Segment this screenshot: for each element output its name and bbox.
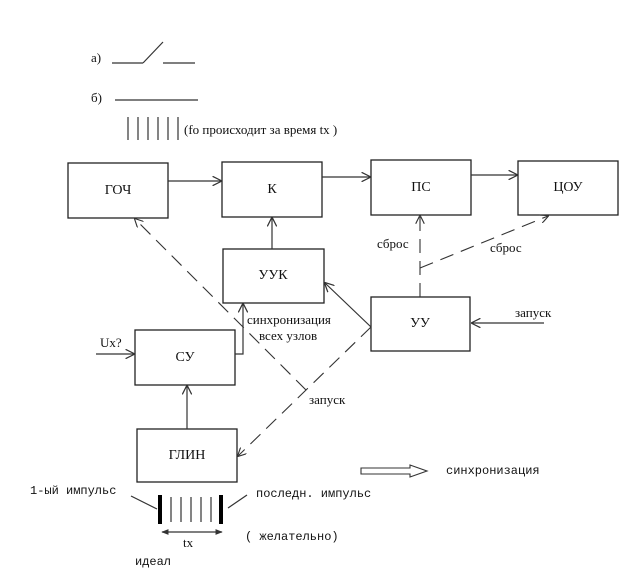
first-pulse-leader — [130, 495, 158, 510]
legend-pulses: (fo происходит за время tx ) — [127, 117, 337, 140]
label-sbros-ps: сброс — [377, 236, 409, 251]
block-ps-label: ПС — [411, 180, 430, 195]
label-tx: tx — [183, 535, 194, 550]
label-sync-legend: синхронизация — [446, 464, 540, 478]
hollow-arrow-icon — [360, 464, 429, 478]
legend-sync: синхронизация — [360, 464, 540, 478]
block-goch: ГОЧ — [67, 162, 169, 219]
label-sync-line1: синхронизация — [247, 312, 331, 327]
legend-b-label: б) — [91, 90, 102, 105]
block-uu-label: УУ — [410, 316, 430, 331]
legend-line-b: б) — [91, 90, 198, 105]
label-last-pulse: последн. импульс — [256, 487, 371, 501]
dashed-start-goch — [135, 219, 307, 391]
label-first-pulse: 1-ый импульс — [30, 484, 116, 498]
dashed-reset-tsou — [419, 216, 548, 269]
block-su: СУ — [134, 329, 236, 386]
block-tsou: ЦОУ — [517, 160, 619, 216]
arrow-su-to-uuk — [235, 304, 243, 355]
switch-lever — [142, 41, 164, 64]
label-ideal: идеал — [135, 555, 171, 569]
pulse-train — [130, 494, 248, 535]
legend-pulses-note: (fo происходит за время tx ) — [184, 122, 337, 137]
arrow-uu-to-uuk — [325, 283, 372, 328]
label-zapusk-glin: запуск — [309, 392, 346, 407]
last-pulse-leader — [227, 494, 248, 509]
block-glin: ГЛИН — [136, 428, 238, 483]
label-sbros-tsou: сброс — [490, 240, 522, 255]
label-zapusk-uu: запуск — [515, 305, 552, 320]
label-desirable: ( желательно) — [245, 530, 339, 544]
block-ps: ПС — [370, 159, 472, 216]
block-uu: УУ — [370, 296, 471, 352]
legend-switch-a: а) — [91, 41, 195, 65]
block-k: К — [221, 161, 323, 218]
block-uuk-label: УУК — [258, 268, 288, 283]
legend-a-label: а) — [91, 50, 101, 65]
label-sync-line2: всех узлов — [259, 328, 317, 343]
block-glin-label: ГЛИН — [169, 448, 206, 463]
block-k-label: К — [267, 182, 277, 197]
block-su-label: СУ — [175, 350, 194, 365]
label-ux: Ux? — [100, 335, 122, 350]
block-uuk: УУК — [222, 248, 325, 304]
dashed-start-glin — [238, 326, 372, 456]
block-tsou-label: ЦОУ — [553, 180, 582, 195]
block-goch-label: ГОЧ — [105, 183, 132, 198]
